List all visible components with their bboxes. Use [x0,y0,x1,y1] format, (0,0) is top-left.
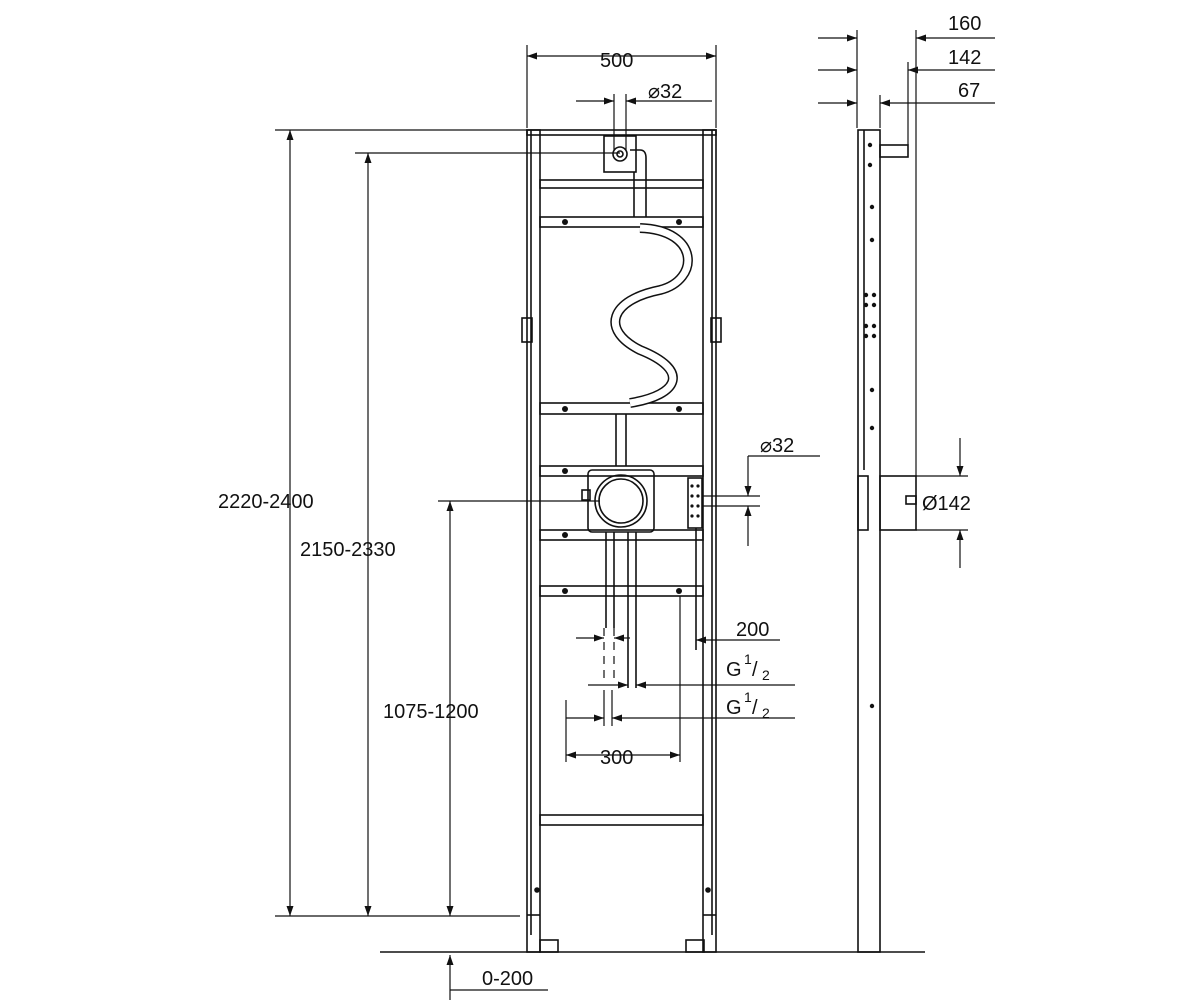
cross-bar-6 [539,585,704,597]
left-upright [526,129,541,953]
side-view [857,129,917,953]
cross-bar-5 [539,529,704,541]
dim-mixer-height: 1075-1200 [383,701,479,723]
right-upright [702,129,717,953]
thread-callout-cold: G 1 / 2 [726,689,770,721]
right-foot [685,939,705,953]
top-connector [603,135,637,173]
cross-bar-7 [539,814,704,826]
thread-callout-hot: G 1 / 2 [726,651,770,683]
dim-pipe-spacing: 300 [600,747,633,769]
dim-depth-inner: 67 [958,80,980,102]
svg-text:1: 1 [744,689,752,705]
dim-foot-adjust: 0-200 [482,968,533,990]
svg-text:2: 2 [762,705,770,721]
dim-frame-width: 500 [600,50,633,72]
left-foot [539,939,559,953]
svg-text:1: 1 [744,651,752,667]
side-mixer-housing [879,475,917,531]
cross-bar-4 [539,465,704,477]
svg-text:2: 2 [762,667,770,683]
cross-bar-2 [539,216,704,228]
dim-total-height: 2220-2400 [218,491,314,513]
side-upright [857,129,881,953]
top-rail [526,129,717,136]
dim-spout-offset: 200 [736,619,769,641]
dim-body-diameter: Ø142 [922,493,971,515]
svg-text:G: G [726,697,742,719]
dim-pipe-height: 2150-2330 [300,539,396,561]
flexible-hose [610,223,693,408]
cross-bar-3 [539,402,704,415]
svg-text:/: / [752,659,758,681]
svg-text:G: G [726,659,742,681]
cross-bar-1 [539,179,704,189]
dim-depth-mid: 142 [948,47,981,69]
dimension-lines [275,30,995,1000]
dim-top-pipe-diameter: ⌀32 [648,81,682,103]
dim-outlet-diameter: ⌀32 [760,435,794,457]
front-view [521,129,722,953]
dim-depth-outer: 160 [948,13,981,35]
svg-text:/: / [752,697,758,719]
